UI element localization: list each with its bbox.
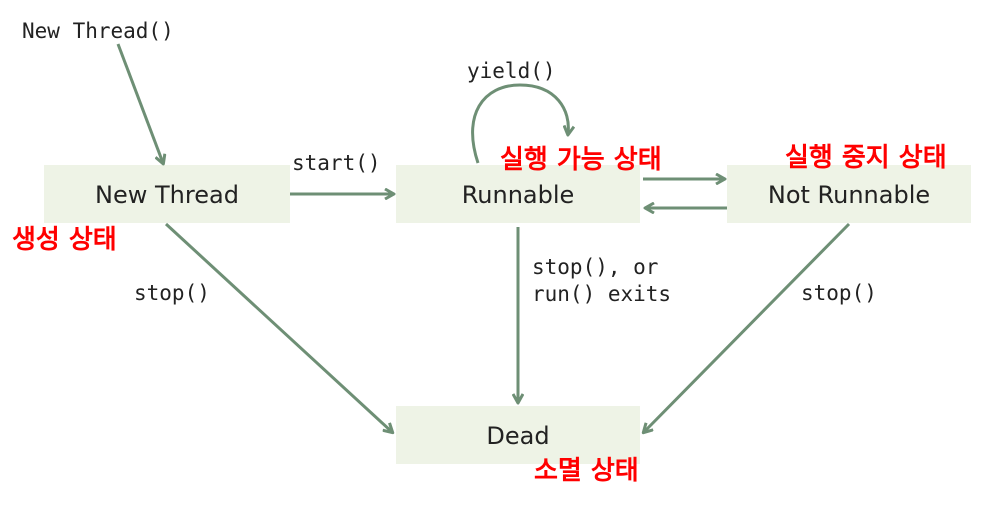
not-runnable-state-label: Not Runnable bbox=[768, 181, 930, 209]
runnable-stop-label-line2: run() exits bbox=[532, 282, 671, 306]
not-runnable-state-note: 실행 중지 상태 bbox=[785, 143, 947, 173]
new-thread-state-note: 생성 상태 bbox=[12, 225, 117, 255]
dead-state-note: 소멸 상태 bbox=[534, 456, 639, 486]
new-thread-state-label: New Thread bbox=[95, 181, 239, 209]
runnable-state-box bbox=[396, 165, 640, 223]
dead-state-label: Dead bbox=[486, 422, 549, 450]
new-thread-state-box bbox=[44, 165, 290, 223]
create-transition-label: New Thread() bbox=[22, 19, 174, 43]
yield-transition-label: yield() bbox=[467, 59, 556, 83]
start-transition-label: start() bbox=[292, 151, 381, 175]
not-runnable-stop-label: stop() bbox=[801, 281, 877, 305]
dead-state-box bbox=[396, 406, 640, 464]
not-runnable-state-box bbox=[727, 165, 971, 223]
create-arrow bbox=[116, 43, 163, 163]
new-thread-stop-arrow bbox=[164, 222, 392, 432]
runnable-stop-label-line1: stop(), or bbox=[532, 255, 658, 279]
runnable-state-note: 실행 가능 상태 bbox=[500, 145, 662, 175]
runnable-state-label: Runnable bbox=[462, 181, 575, 209]
not-runnable-stop-arrow bbox=[644, 222, 851, 432]
yield-loop-arrow bbox=[471, 83, 569, 164]
new-thread-stop-label: stop() bbox=[134, 281, 210, 305]
